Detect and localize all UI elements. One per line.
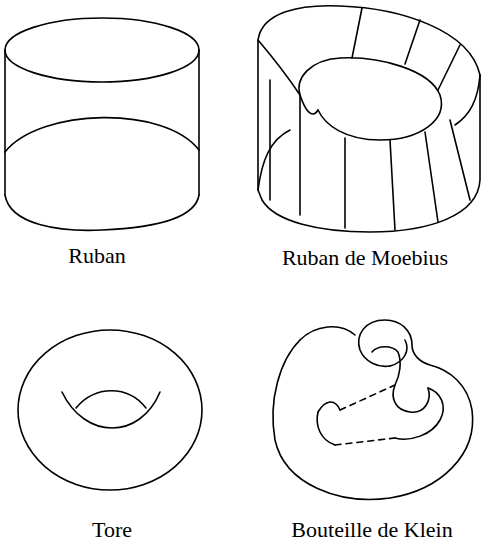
- surface-caption: Bouteille de Klein: [291, 517, 452, 543]
- klein-bottle-drawing: [273, 320, 473, 499]
- surface-caption: Ruban de Moebius: [282, 245, 448, 271]
- torus-drawing: [18, 330, 202, 490]
- surface-caption: Ruban: [68, 243, 125, 269]
- surface-caption: Tore: [92, 517, 132, 543]
- moebius-strip-drawing: [258, 6, 480, 232]
- band-drawing: [5, 18, 199, 230]
